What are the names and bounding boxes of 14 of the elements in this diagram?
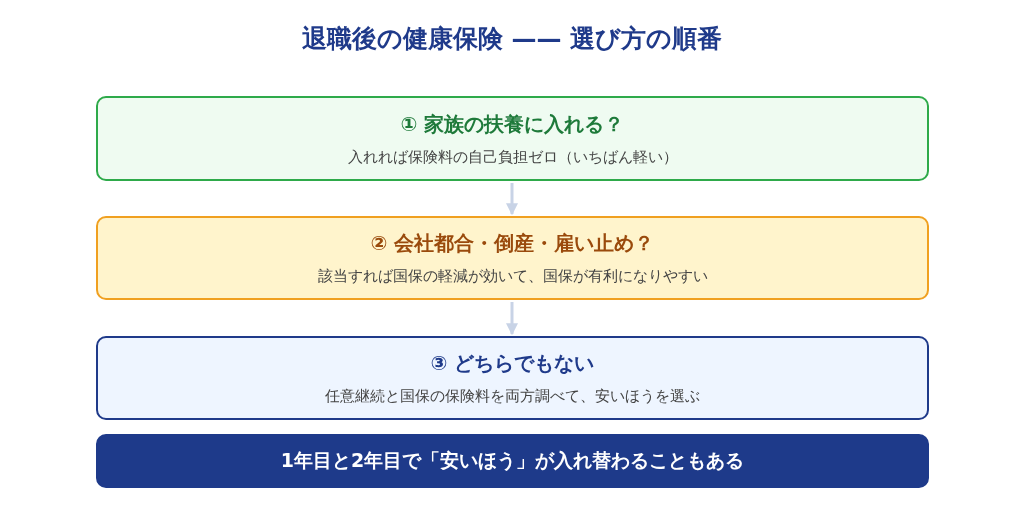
heading: ③ どちらでもない <box>430 350 595 377</box>
step-box <box>96 336 929 420</box>
arrow <box>506 183 518 216</box>
description: 任意継続と国保の保険料を両方調べて、安いほうを選ぶ <box>325 387 700 406</box>
heading: ① 家族の扶養に入れる？ <box>400 110 625 138</box>
description: 入れれば保険料の自己負担ゼロ（いちばん軽い） <box>347 147 678 167</box>
note-banner <box>96 434 929 488</box>
title: 退職後の健康保険 —— 選び方の順番 <box>301 23 723 55</box>
heading: 1年目と2年目で「安いほう」が入れ替わることもある <box>280 448 745 473</box>
heading: ② 会社都合・倒産・雇い止め？ <box>370 230 655 257</box>
arrow <box>506 302 518 336</box>
step-box <box>96 96 929 181</box>
step-box <box>96 216 929 300</box>
description: 該当すれば国保の軽減が効いて、国保が有利になりやすい <box>317 267 708 286</box>
